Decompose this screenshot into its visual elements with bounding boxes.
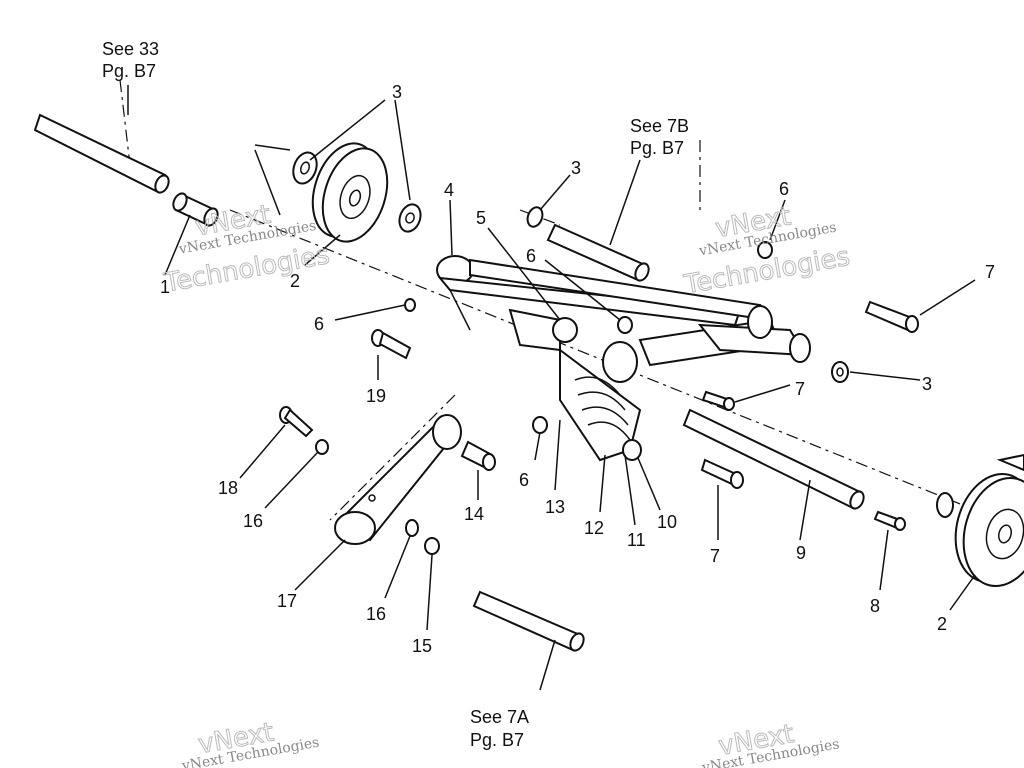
leader-lines <box>127 85 976 691</box>
nut-6-lower <box>532 416 548 434</box>
callout-5: 5 <box>476 208 486 228</box>
washer-16-lower <box>405 519 419 537</box>
reference-label: See 7A <box>470 707 529 727</box>
callout-6: 6 <box>526 246 536 266</box>
callout-4: 4 <box>444 180 454 200</box>
idler-wheel-2-left <box>311 142 389 243</box>
reference-label: Pg. B7 <box>630 138 684 158</box>
callout-11: 11 <box>627 530 646 550</box>
shaft-see-7b <box>546 223 650 282</box>
washer-3-top <box>526 206 544 228</box>
reference-label: Pg. B7 <box>102 61 156 81</box>
callout-19: 19 <box>366 386 386 406</box>
bolt-7-lower <box>700 458 744 489</box>
callout-6: 6 <box>779 179 789 199</box>
callout-18: 18 <box>218 478 238 498</box>
nut-6-top-right <box>757 241 773 259</box>
callout-8: 8 <box>870 596 880 616</box>
callout-3: 3 <box>922 374 932 394</box>
callout-2: 2 <box>937 614 947 634</box>
shock-absorber <box>508 308 642 462</box>
nut-6-left <box>404 298 416 312</box>
callout-9: 9 <box>796 543 806 563</box>
centerline <box>119 79 131 166</box>
callout-16: 16 <box>366 604 386 624</box>
callout-10: 10 <box>657 512 677 532</box>
washer-3-left-outer <box>398 203 422 233</box>
washer-16-upper <box>315 439 329 455</box>
bolt-18 <box>279 406 314 438</box>
callout-7: 7 <box>985 262 995 282</box>
rod-9 <box>682 408 865 510</box>
shaft-see-33 <box>33 113 170 194</box>
watermark: vNext Technologies vNext <box>180 717 321 768</box>
reference-label: See 33 <box>102 39 159 59</box>
callout-13: 13 <box>545 497 565 517</box>
bolt-19 <box>371 329 412 360</box>
link-arm-17 <box>334 414 462 545</box>
callout-7: 7 <box>795 379 805 399</box>
nut-6-middle <box>617 316 633 334</box>
callout-3: 3 <box>392 82 402 102</box>
callout-15: 15 <box>412 636 432 656</box>
reference-label: Pg. B7 <box>470 730 524 750</box>
centerline <box>519 209 561 226</box>
bushing-14 <box>460 440 496 471</box>
washer-3-right <box>831 361 849 383</box>
nut-15 <box>424 537 440 555</box>
centerline <box>329 394 456 521</box>
callout-16: 16 <box>243 511 263 531</box>
callout-3: 3 <box>571 158 581 178</box>
idler-wheel-2-right <box>936 453 1024 588</box>
reference-label: See 7B <box>630 116 689 136</box>
bolt-7-top <box>864 300 919 333</box>
callout-17: 17 <box>277 591 297 611</box>
shaft-see-7a <box>472 590 585 652</box>
bushing-1 <box>172 192 219 227</box>
callout-6: 6 <box>314 314 324 334</box>
callout-2: 2 <box>290 271 300 291</box>
rear-arm-assembly <box>638 305 811 367</box>
bolt-8 <box>873 510 906 531</box>
callout-7: 7 <box>710 546 720 566</box>
watermark: vNext Technologies vNext <box>700 719 841 768</box>
callout-6: 6 <box>519 470 529 490</box>
bolt-7-middle <box>701 390 735 411</box>
callout-12: 12 <box>584 518 604 538</box>
callout-14: 14 <box>464 504 484 524</box>
callout-1: 1 <box>160 277 170 297</box>
